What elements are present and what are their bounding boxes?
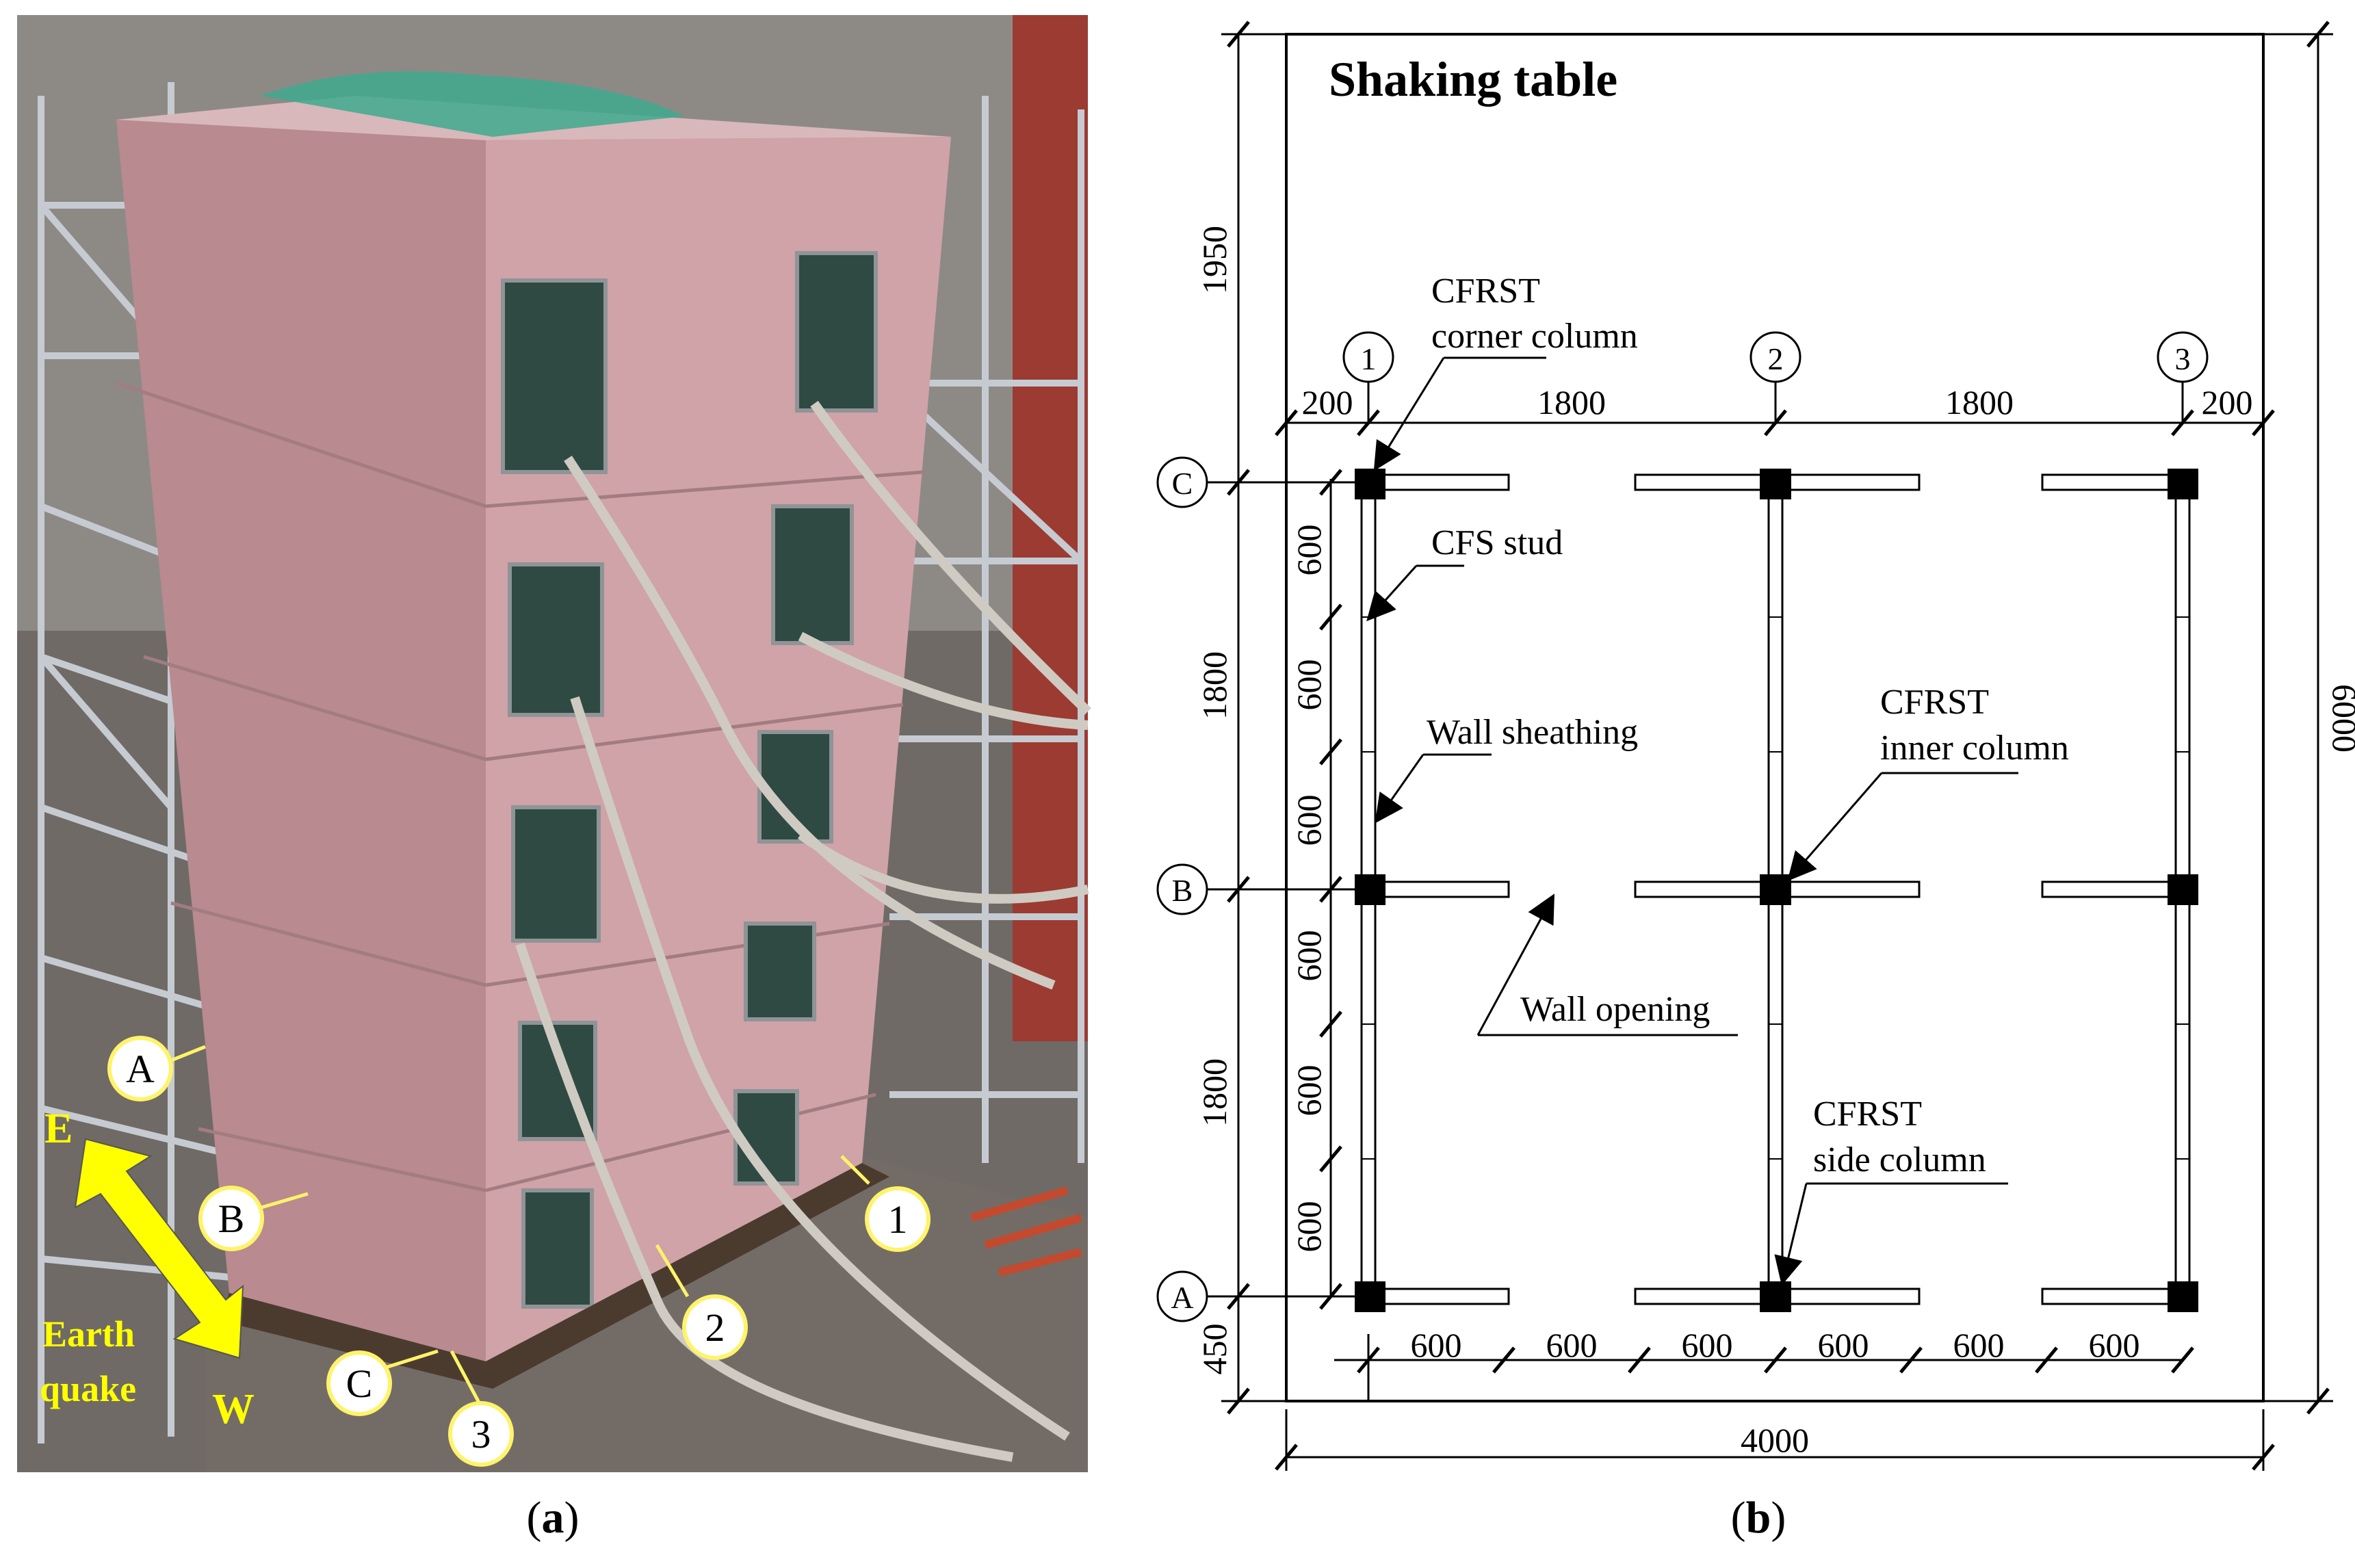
dim-left-600-5: 600 <box>1290 1065 1328 1116</box>
svg-text:2: 2 <box>705 1305 725 1350</box>
photo-callout-2: 2 <box>682 1294 748 1360</box>
label-inner-column-line1: CFRST <box>1880 683 1989 722</box>
floor-tools <box>970 1186 1082 1277</box>
label-wall-sheathing: Wall sheathing <box>1427 713 1638 752</box>
svg-text:1: 1 <box>888 1197 908 1242</box>
dim-left-1800-a: 1800 <box>1195 651 1234 720</box>
photo-callout-A: A <box>107 1036 173 1101</box>
dim-left-1800-b: 1800 <box>1195 1058 1234 1127</box>
label-corner-column-line2: corner column <box>1431 317 1638 356</box>
label-corner-column-line1: CFRST <box>1431 272 1540 311</box>
caption-a: (a) <box>527 1493 580 1543</box>
dim-bottom-600-4: 600 <box>1818 1326 1869 1364</box>
base-beam <box>219 1163 889 1389</box>
direction-east-label: E <box>44 1106 73 1152</box>
caption-b: (b) <box>1731 1493 1786 1543</box>
dim-bottom-600-2: 600 <box>1546 1326 1598 1364</box>
dim-bottom-total: 4000 <box>1741 1421 1809 1459</box>
photo-callout-1: 1 <box>865 1186 931 1252</box>
plan-drawing <box>1156 21 2333 1471</box>
label-side-column-line2: side column <box>1813 1140 1986 1179</box>
dim-bottom-600-5: 600 <box>1953 1326 2005 1364</box>
svg-text:C: C <box>346 1361 373 1406</box>
dim-left-600-4: 600 <box>1290 930 1328 982</box>
dim-bottom-600-6: 600 <box>2089 1326 2140 1364</box>
grid-label-1: 1 <box>1361 341 1377 376</box>
grid-label-3: 3 <box>2175 341 2191 376</box>
leader-lines <box>1366 356 2018 1286</box>
grid-label-C: C <box>1172 466 1193 501</box>
scaffold-right <box>887 96 1084 1163</box>
dim-top-200-right: 200 <box>2202 383 2253 421</box>
grid-bubbles <box>1156 331 2209 1322</box>
dim-top-1800-a: 1800 <box>1537 383 1606 421</box>
svg-text:A: A <box>126 1047 155 1091</box>
dim-bottom-600-1: 600 <box>1411 1326 1462 1364</box>
photo-callout-C: C <box>326 1350 392 1416</box>
stud-marks <box>1362 616 2189 1160</box>
label-wall-opening: Wall opening <box>1520 990 1710 1029</box>
label-side-column-line1: CFRST <box>1813 1095 1922 1134</box>
dim-right-total: 6000 <box>2326 684 2355 753</box>
label-cfs-stud: CFS stud <box>1431 523 1563 562</box>
grid-label-2: 2 <box>1768 341 1784 376</box>
windows <box>501 251 878 1309</box>
photo-callout-3: 3 <box>448 1401 514 1467</box>
building-left-face <box>116 120 486 1361</box>
grid-label-A: A <box>1171 1280 1193 1315</box>
dimension-ticks <box>1227 21 2330 1471</box>
dim-left-600-6: 600 <box>1290 1201 1328 1253</box>
straps <box>515 400 1091 1462</box>
earthquake-label-line1: Earth <box>42 1314 135 1355</box>
plan-title: Shaking table <box>1329 52 1617 107</box>
earthquake-direction-arrow <box>74 1138 244 1359</box>
dim-left-1950: 1950 <box>1195 226 1234 294</box>
label-inner-column-line2: inner column <box>1880 729 2069 768</box>
earthquake-label-line2: quake <box>40 1368 136 1409</box>
direction-west-label: W <box>212 1386 255 1433</box>
photo-callout-B: B <box>198 1186 264 1251</box>
floor-lines <box>116 381 924 1192</box>
dim-left-600-2: 600 <box>1290 659 1328 711</box>
dimension-lines <box>1163 33 2333 1471</box>
dim-left-600-3: 600 <box>1290 795 1328 846</box>
cfrst-columns <box>1355 469 2198 1312</box>
svg-text:B: B <box>218 1197 245 1241</box>
roof-net <box>260 71 684 137</box>
shaking-table-outline <box>1285 33 2265 1402</box>
dim-left-450: 450 <box>1195 1324 1234 1375</box>
grid-label-B: B <box>1172 873 1193 908</box>
dim-left-600-1: 600 <box>1290 525 1328 576</box>
photo-panel: E W Earth quake A B C 1 <box>17 15 1091 1472</box>
photo-callout-leaders <box>170 1045 870 1404</box>
plan-text: Shaking table 1 2 3 C B A CFRST corner c… <box>1171 52 2355 1459</box>
dim-bottom-600-3: 600 <box>1682 1326 1733 1364</box>
dim-top-1800-b: 1800 <box>1945 383 2014 421</box>
dim-top-200-left: 200 <box>1302 383 1353 421</box>
svg-text:3: 3 <box>471 1412 491 1456</box>
